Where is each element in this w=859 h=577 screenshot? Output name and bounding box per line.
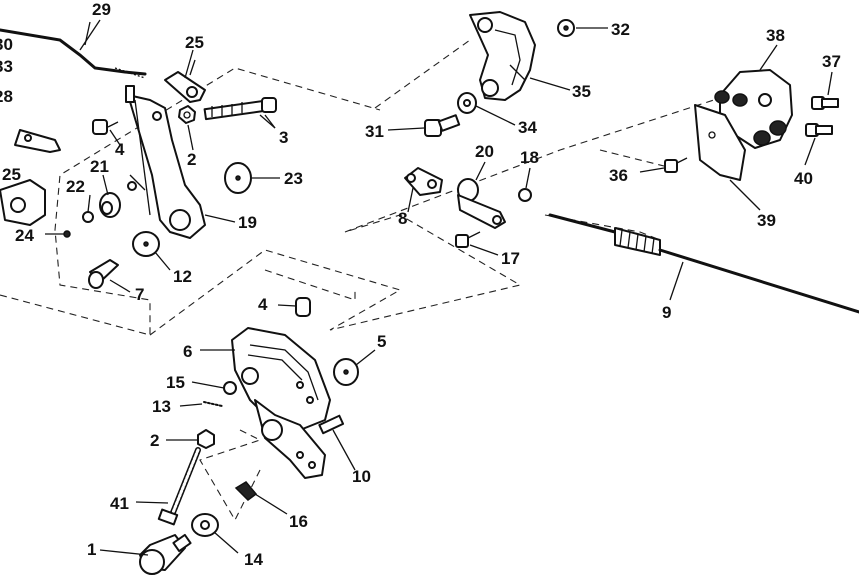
assembly-dashed-lines — [0, 39, 761, 522]
label-1: 1 — [87, 540, 96, 559]
label-24: 24 — [15, 226, 34, 245]
leader-lines — [45, 21, 833, 556]
label-13: 13 — [152, 397, 171, 416]
part-28-bracket — [0, 179, 46, 226]
label-7: 7 — [135, 285, 144, 304]
part-7-pin — [88, 259, 119, 289]
part-23-washer — [224, 162, 252, 194]
part-29-link-rod — [0, 19, 147, 79]
callout-labels: 29 30 33 28 25 25 4 2 3 21 22 24 23 19 1… — [0, 0, 841, 569]
part-13-pin — [203, 401, 223, 407]
part-4-bushing-top — [92, 119, 119, 135]
part-21-bushing — [99, 192, 121, 218]
label-16: 16 — [289, 512, 308, 531]
part-24-clip — [63, 230, 71, 238]
part-2-nut-lower — [197, 429, 215, 449]
label-5: 5 — [377, 332, 386, 351]
label-4-top: 4 — [115, 140, 125, 159]
part-36-screw — [664, 157, 688, 173]
label-10: 10 — [352, 467, 371, 486]
label-34: 34 — [518, 118, 537, 137]
label-2-lower: 2 — [150, 431, 159, 450]
part-10-screw — [318, 414, 345, 435]
label-18: 18 — [520, 148, 539, 167]
part-4-bushing-lower — [295, 297, 311, 317]
label-3: 3 — [279, 128, 288, 147]
label-35: 35 — [572, 82, 591, 101]
label-33: 33 — [0, 57, 13, 76]
part-6-cam-plate — [231, 327, 331, 479]
part-32-washer — [557, 19, 575, 37]
label-39: 39 — [757, 211, 776, 230]
part-3-screw — [203, 97, 277, 129]
part-25-rod-end — [164, 59, 206, 103]
part-8-link — [404, 167, 443, 196]
label-29: 29 — [92, 0, 111, 19]
part-38-block — [714, 69, 793, 149]
label-8: 8 — [398, 209, 407, 228]
part-31-bolt — [424, 114, 461, 137]
label-20: 20 — [475, 142, 494, 161]
label-15: 15 — [166, 373, 185, 392]
label-14: 14 — [244, 550, 263, 569]
label-19: 19 — [238, 213, 257, 232]
part-12-washer — [132, 231, 160, 257]
part-1-stud — [139, 533, 192, 575]
label-9: 9 — [662, 303, 671, 322]
label-38: 38 — [766, 26, 785, 45]
part-20-rod-end — [457, 178, 506, 229]
label-25-left: 25 — [2, 165, 21, 184]
label-4-lower: 4 — [258, 295, 268, 314]
part-2-nut-top — [178, 105, 196, 124]
part-18-washer — [518, 188, 532, 202]
part-17-screw — [455, 231, 481, 248]
label-22: 22 — [66, 177, 85, 196]
label-17: 17 — [501, 249, 520, 268]
label-12: 12 — [173, 267, 192, 286]
label-2-top: 2 — [187, 150, 196, 169]
part-34-washer — [457, 92, 477, 114]
label-28: 28 — [0, 87, 13, 106]
label-40: 40 — [794, 169, 813, 188]
part-41-bolt — [157, 447, 201, 526]
label-21: 21 — [90, 157, 109, 176]
label-37: 37 — [822, 52, 841, 71]
label-23: 23 — [284, 169, 303, 188]
label-25-top: 25 — [185, 33, 204, 52]
part-37-screw — [811, 96, 839, 110]
label-30: 30 — [0, 35, 13, 54]
label-6: 6 — [183, 342, 192, 361]
part-15-washer — [223, 381, 237, 395]
part-5-washer — [333, 358, 359, 386]
part-9-cable — [548, 213, 859, 314]
part-25-rod-end-left — [14, 129, 61, 153]
part-39-plate — [694, 104, 746, 181]
part-14-washer — [191, 513, 219, 537]
label-36: 36 — [609, 166, 628, 185]
label-31: 31 — [365, 122, 384, 141]
label-41: 41 — [110, 494, 129, 513]
label-32: 32 — [611, 20, 630, 39]
part-19-throttle-lever — [125, 85, 206, 239]
part-22-washer — [82, 211, 94, 223]
part-35-bracket — [469, 11, 536, 101]
part-40-screw — [805, 123, 833, 137]
